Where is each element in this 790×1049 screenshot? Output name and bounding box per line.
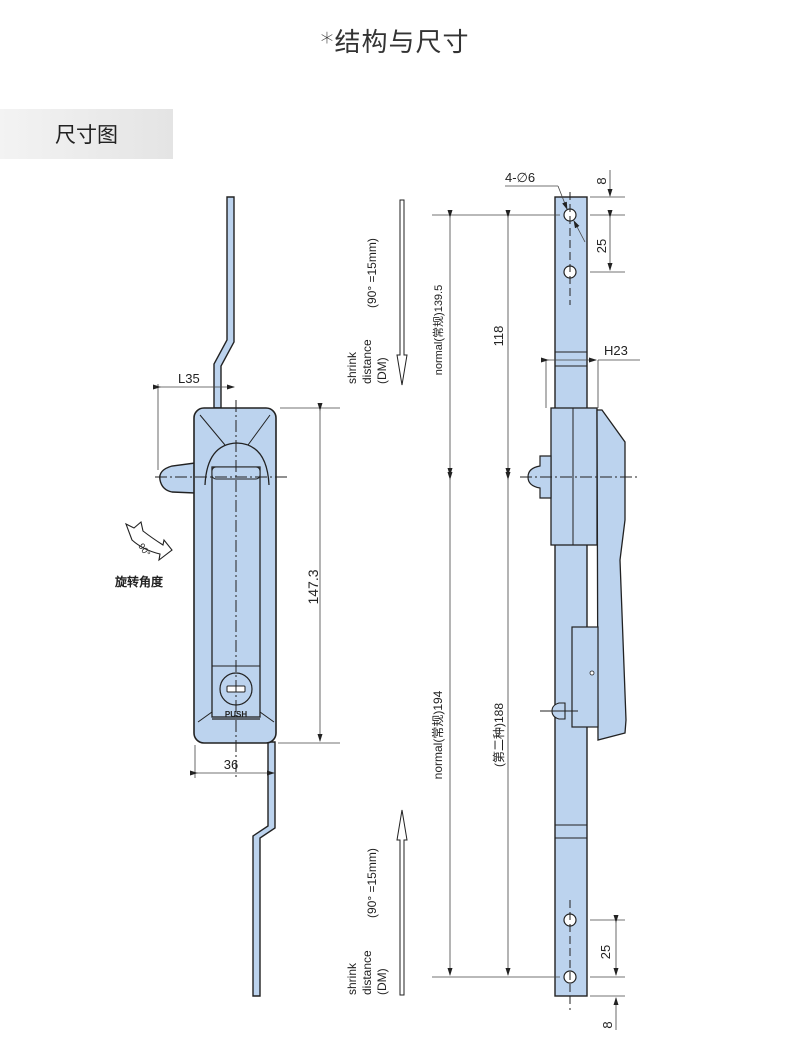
l35-label: L35 <box>178 371 200 386</box>
height-147-3-label: 147.3 <box>305 569 321 604</box>
mounting-bar <box>554 196 588 997</box>
latch-tongue <box>159 462 196 494</box>
dim-lower-normal: normal(常规)194 <box>430 690 445 779</box>
rotation-angle-indicator: 90° 旋转角度 <box>114 520 173 589</box>
bottom-offset-label: 8 <box>600 1021 615 1028</box>
dim-upper-alt: 118 <box>491 326 506 347</box>
shrink-note-line2: distance <box>360 950 374 995</box>
shrink-arrow-up-icon <box>396 809 408 996</box>
page-title: *结构与尺寸 <box>320 28 470 58</box>
shrink-note-bottom: shrink distance (DM) (90° =15mm) <box>345 809 408 996</box>
h23-label: H23 <box>604 343 628 358</box>
shrink-note-line1: shrink <box>345 962 359 995</box>
section-tab-dimension-drawing[interactable]: 尺寸图 <box>0 109 173 159</box>
section-tab-label: 尺寸图 <box>55 123 118 147</box>
front-view: PUSH L35 147.3 36 <box>153 196 340 997</box>
width-36-label: 36 <box>224 757 238 772</box>
upper-rod <box>213 196 235 409</box>
shrink-arrow-down-icon <box>396 199 408 386</box>
shrink-note-line1: shrink <box>345 351 359 384</box>
rotation-arrow-icon <box>124 520 173 562</box>
shrink-note-spec: (90° =15mm) <box>365 848 379 918</box>
dim-upper-normal: normal(常规)139.5 <box>431 285 445 375</box>
bottom-pitch-label: 25 <box>598 945 613 959</box>
side-view: 4-∅6 8 25 H23 normal(常规)139.5 118 normal… <box>430 170 640 1030</box>
shrink-note-line2: distance <box>360 339 374 384</box>
top-offset-label: 8 <box>594 177 609 184</box>
shrink-note-spec: (90° =15mm) <box>365 238 379 308</box>
shrink-note-line3: (DM) <box>375 357 389 384</box>
top-pitch-label: 25 <box>594 239 609 253</box>
lower-rod <box>252 741 276 997</box>
handle-profile <box>596 409 627 741</box>
push-label: PUSH <box>225 710 247 719</box>
dim-lower-alt: (第二种)188 <box>492 703 506 767</box>
shrink-note-top: shrink distance (DM) (90° =15mm) <box>345 199 408 386</box>
rotation-caption: 旋转角度 <box>114 574 164 589</box>
hole-spec-label: 4-∅6 <box>505 170 535 185</box>
shrink-note-line3: (DM) <box>375 968 389 995</box>
